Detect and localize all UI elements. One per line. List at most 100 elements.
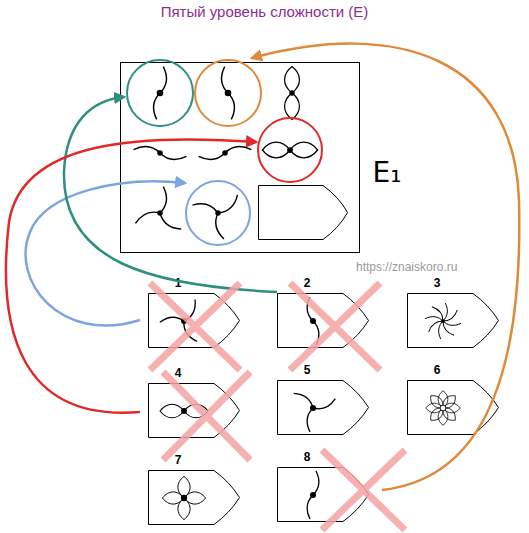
pentagon-outline [148, 293, 240, 348]
answer-option: 5 [277, 380, 369, 435]
leaf-figure [426, 391, 461, 426]
arm-figure [134, 187, 183, 232]
curved-arm [430, 305, 446, 321]
answer-option: 4 [148, 383, 240, 438]
leaf [426, 403, 443, 413]
highlight-circle [195, 60, 261, 126]
leaf [184, 404, 208, 418]
option-number: 2 [297, 277, 317, 289]
leaf [440, 392, 459, 411]
center-dot [225, 90, 232, 97]
curved-arm [199, 153, 225, 159]
center-dot [441, 319, 445, 323]
leaf [443, 403, 460, 413]
cross-group [150, 283, 405, 530]
leaf [160, 404, 184, 418]
curved-arm [307, 408, 313, 432]
center-dot [287, 147, 293, 153]
center-dot [310, 492, 316, 498]
cross-mark [163, 372, 250, 460]
arm-figure [199, 147, 252, 160]
curved-arm [218, 193, 240, 217]
curved-arm [225, 147, 251, 153]
matrix-label: E₁ [367, 159, 407, 187]
curved-arm [154, 93, 160, 119]
curved-arm [212, 213, 227, 240]
pentagon-shape [278, 468, 369, 522]
curved-arm [440, 321, 456, 337]
pentagon-outline [148, 470, 240, 525]
curved-arm [313, 321, 319, 345]
arm-figure [292, 391, 336, 432]
option-number: 8 [297, 451, 317, 463]
leaf [285, 93, 300, 119]
curved-arm [180, 321, 200, 343]
leaf [178, 476, 190, 498]
center-dot [157, 150, 163, 156]
leaf [438, 408, 448, 425]
highlight-circle [258, 118, 322, 182]
option-number: 5 [297, 364, 317, 376]
pentagon-outline [277, 293, 369, 348]
answer-option: 1 [148, 293, 240, 348]
leaf [427, 392, 446, 411]
curved-arm [443, 321, 461, 325]
pentagon-shape [408, 294, 499, 348]
center-dot [157, 210, 163, 216]
leaf [438, 391, 448, 408]
curved-arm [160, 153, 186, 159]
answer-option: 8 [277, 467, 369, 522]
center-dot [310, 405, 316, 411]
curved-arm [427, 318, 443, 334]
option-number: 3 [427, 277, 447, 289]
option-number: 7 [168, 454, 188, 466]
curved-arm [184, 298, 198, 323]
answer-option: 2 [277, 293, 369, 348]
pentagon-shape [149, 471, 240, 525]
pentagon-shape [278, 381, 369, 435]
page-title: Пятый уровень сложности (Е) [0, 3, 529, 20]
curved-arm [159, 315, 184, 325]
arm-figure [134, 147, 187, 160]
curved-arm [292, 391, 316, 408]
highlight-circle [186, 181, 250, 245]
curved-arm [307, 495, 313, 519]
arm-figure [192, 193, 240, 240]
answer-slot [259, 186, 348, 240]
arm-figure [425, 303, 461, 339]
pentagon-outline [148, 383, 240, 438]
leaf [184, 492, 206, 504]
arm-figure [307, 471, 319, 519]
center-ring [440, 405, 446, 411]
leaf [262, 142, 290, 158]
pentagon-outline [277, 467, 369, 522]
curved-arm [222, 67, 228, 93]
option-number: 6 [427, 364, 447, 376]
arm-figure [307, 297, 319, 345]
center-dot [289, 90, 295, 96]
leaf [440, 405, 459, 424]
highlight-circle [127, 60, 193, 126]
curved-arm [443, 308, 459, 324]
leaf-figure [285, 67, 300, 120]
center-dot [222, 150, 228, 156]
leaf [427, 405, 446, 424]
center-dot [215, 210, 221, 216]
curved-arm [157, 213, 183, 232]
leaf [162, 492, 184, 504]
leaf [285, 67, 300, 93]
curved-arm [134, 147, 160, 153]
pentagon-shape [278, 294, 369, 348]
center-dot [181, 495, 187, 501]
curved-arm [439, 321, 443, 339]
leaf-figure [162, 476, 205, 519]
curved-arm [192, 202, 219, 213]
center-dot [157, 90, 164, 97]
curved-arm [134, 207, 160, 226]
pentagon-shape [149, 384, 240, 438]
curved-arm [307, 297, 313, 321]
pointer-arrow [252, 44, 519, 490]
curved-arm [313, 396, 337, 413]
answer-option: 6 [407, 380, 499, 435]
center-dot [181, 318, 187, 324]
